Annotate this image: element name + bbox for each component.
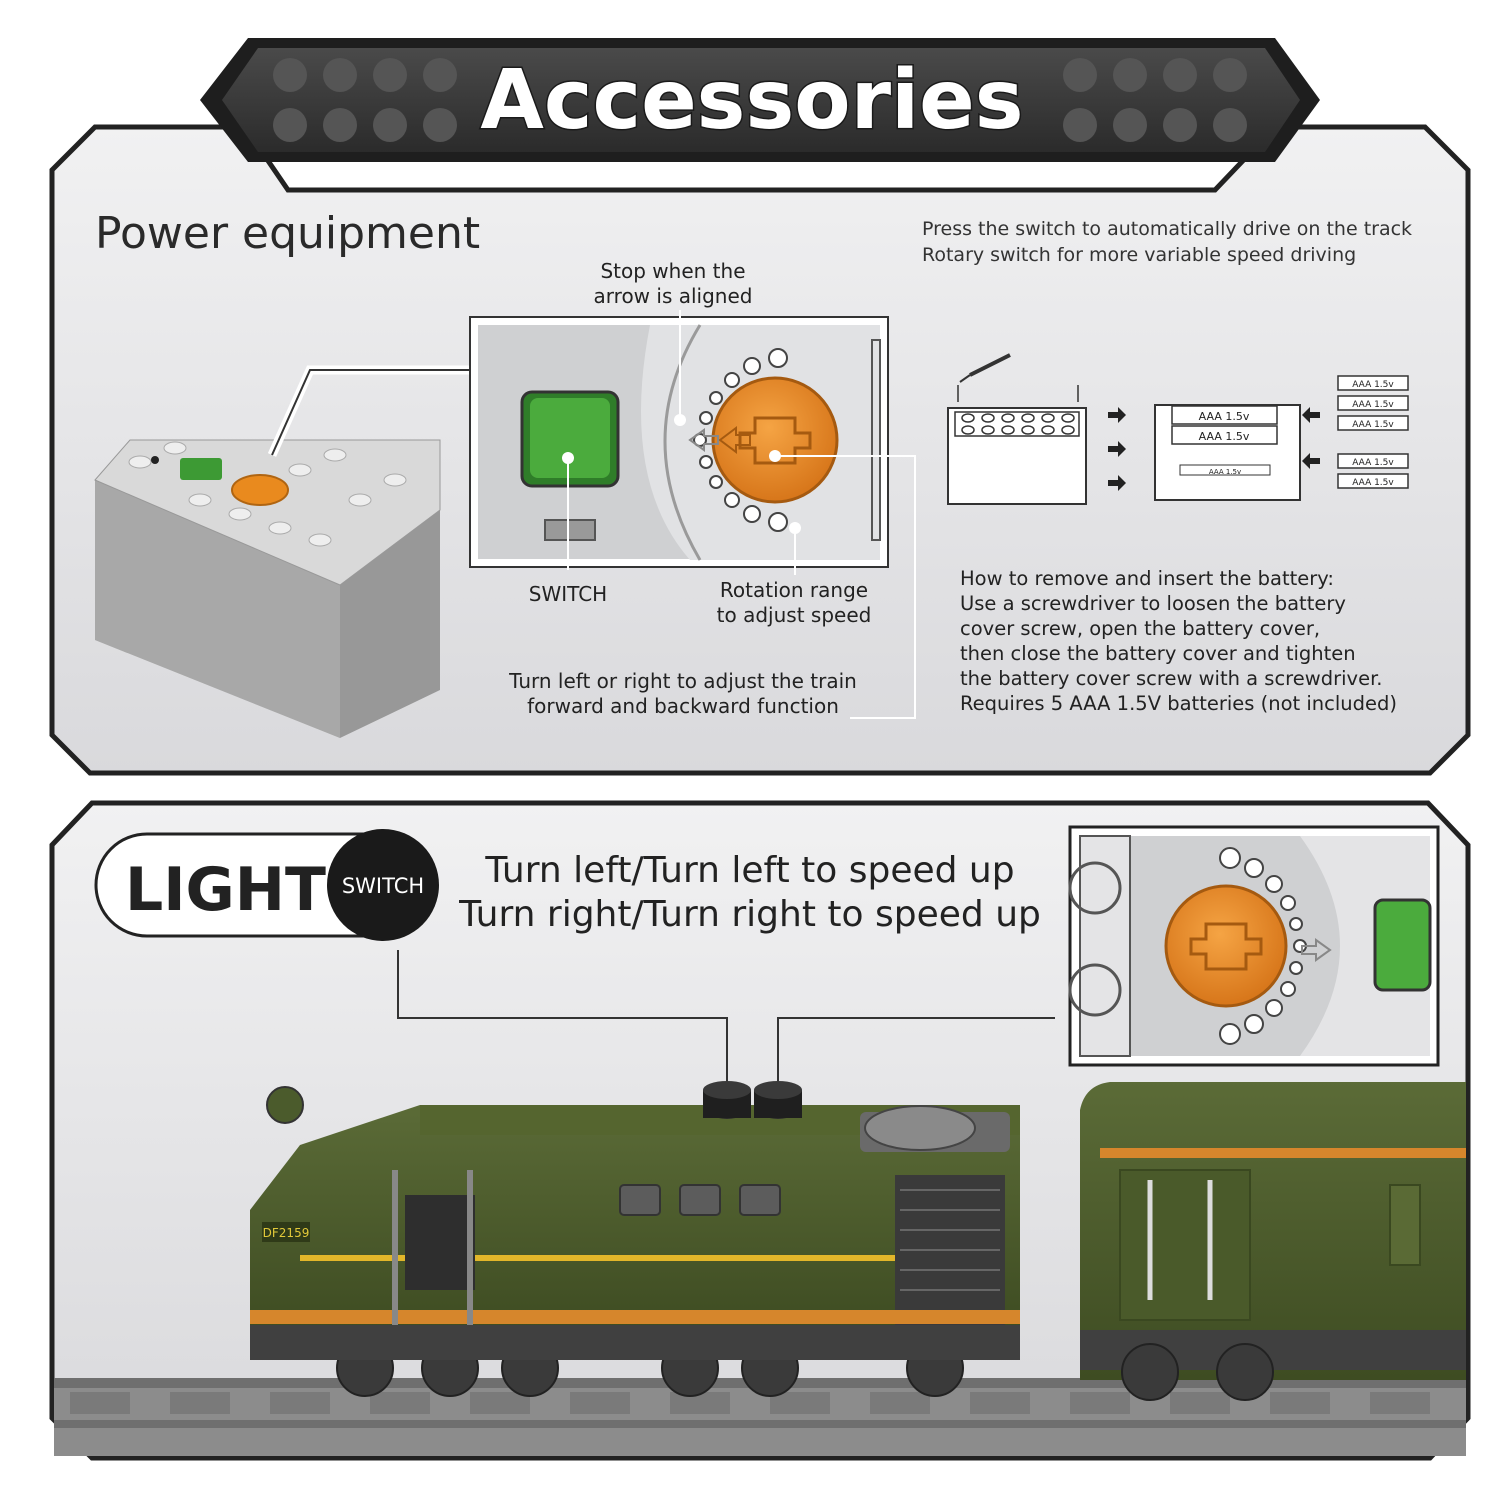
callout-turn-line-2: forward and backward function <box>527 694 839 718</box>
speed-instruction-line-1: Turn left/Turn left to speed up <box>484 850 1014 891</box>
light-connector-line <box>397 950 728 1090</box>
spare-battery-label-1: AAA 1.5v <box>1352 380 1394 390</box>
open-box-battery-label-1: AAA 1.5v <box>1199 410 1250 423</box>
zoom-green-switch <box>1373 898 1432 992</box>
loco-number-plate <box>262 1222 310 1242</box>
battery-box-knob-icon <box>231 474 289 506</box>
screwdriver-icon <box>969 353 1011 377</box>
speed-instruction-line-2: Turn right/Turn right to speed up <box>458 894 1041 935</box>
battery-box-studs <box>128 441 407 547</box>
page-title: Accessories <box>480 53 1023 148</box>
instruction-line: cover screw, open the battery cover, <box>960 617 1320 640</box>
knob-zoom-view <box>1068 825 1440 1067</box>
instruction-line: the battery cover screw with a screwdriv… <box>960 667 1383 690</box>
roof-knobs <box>703 1081 802 1119</box>
spare-batteries <box>1337 375 1409 489</box>
loco-number: DF2159 <box>263 1226 310 1240</box>
open-box-battery-label-2: AAA 1.5v <box>1199 430 1250 443</box>
locomotive-illustration: DF2159 <box>250 1081 1020 1397</box>
spare-battery-label-3: AAA 1.5v <box>1352 420 1394 430</box>
open-box-battery-label-3: AAA 1.5v <box>1209 468 1241 476</box>
intro-line-1: Press the switch to automatically drive … <box>922 218 1412 240</box>
switch-slot <box>544 519 596 541</box>
instruction-line: Use a screwdriver to loosen the battery <box>960 592 1346 615</box>
speed-connector-line <box>777 1017 1055 1090</box>
battery-box-illustration <box>94 439 441 738</box>
light-switch-badge: LIGHT SWITCH <box>94 829 439 941</box>
callout-stop-line-2: arrow is aligned <box>594 284 753 308</box>
spare-battery-label-4: AAA 1.5v <box>1352 458 1394 468</box>
callout-turn-line-1: Turn left or right to adjust the train <box>508 669 857 693</box>
callout-stop-line-1: Stop when the <box>600 259 745 283</box>
battery-box-switch-icon <box>180 458 222 480</box>
rotation-scale <box>693 348 788 532</box>
callout-lines <box>567 310 916 719</box>
callout-rotation-line-2: to adjust speed <box>717 603 872 627</box>
instruction-line: Requires 5 AAA 1.5V batteries (not inclu… <box>960 692 1397 715</box>
orange-speed-knob <box>711 376 839 504</box>
callout-rotation-line-1: Rotation range <box>720 578 868 602</box>
instruction-line: then close the battery cover and tighten <box>960 642 1356 665</box>
battery-replacement-diagram: AAA 1.5v AAA 1.5v AAA 1.5v AAA 1.5v AAA … <box>947 353 1409 505</box>
battery-box-closed-icon <box>947 407 1087 505</box>
title-banner: Accessories <box>200 38 1320 162</box>
carriage-illustration <box>1080 1082 1466 1401</box>
badge-switch-text: SWITCH <box>342 874 424 898</box>
banner-studs <box>273 58 1247 142</box>
power-equipment-heading: Power equipment <box>95 208 480 259</box>
callout-switch: SWITCH <box>529 582 607 606</box>
spare-battery-label-5: AAA 1.5v <box>1352 478 1394 488</box>
badge-light-text: LIGHT <box>125 855 326 925</box>
arrow-icons <box>1108 407 1320 491</box>
instruction-line: How to remove and insert the battery: <box>960 567 1334 590</box>
battery-instructions: How to remove and insert the battery: Us… <box>960 567 1397 715</box>
intro-line-2: Rotary switch for more variable speed dr… <box>922 244 1356 266</box>
loco-yellow-stripe <box>300 1255 895 1261</box>
zoom-orange-knob <box>1164 884 1288 1008</box>
spare-battery-label-2: AAA 1.5v <box>1352 400 1394 410</box>
